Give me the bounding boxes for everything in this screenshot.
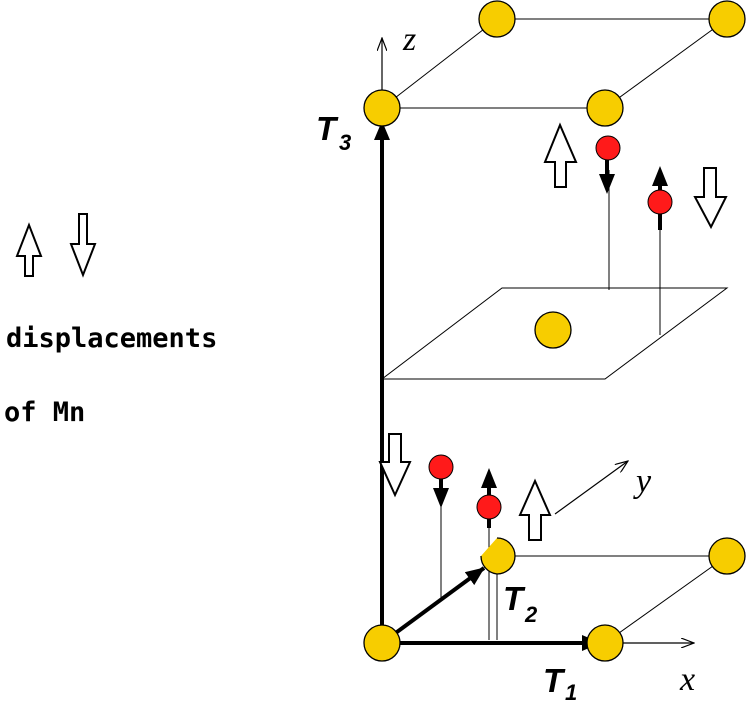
svg-text:T: T — [316, 110, 339, 147]
t1-label: T 1 — [543, 662, 577, 704]
x-axis-label: x — [679, 661, 695, 698]
y-axis-label: y — [633, 463, 652, 500]
t2-label: T 2 — [503, 580, 538, 627]
middle-plane — [380, 287, 729, 380]
atom — [586, 89, 624, 127]
legend-up-arrow-icon — [15, 222, 43, 277]
atom — [586, 624, 624, 662]
legend-arrows-icon — [15, 213, 97, 278]
hollow-up-arrow-icon — [518, 478, 552, 541]
hollow-down-arrow-icon — [693, 167, 728, 230]
y-axis — [554, 461, 628, 515]
svg-text:T: T — [503, 580, 526, 617]
mn-guide-lines — [440, 170, 661, 640]
atom — [363, 89, 401, 127]
hollow-displacement-arrows — [378, 122, 728, 541]
mn-atom-down-lower — [428, 454, 454, 508]
hollow-down-arrow-icon — [378, 433, 412, 498]
upper-cell-lines — [381, 18, 728, 109]
legend-label-of-mn: of Mn — [4, 397, 86, 428]
t2-vector — [380, 566, 486, 645]
t3-label: T 3 — [316, 110, 351, 155]
mn-atoms — [428, 135, 673, 528]
atom — [478, 0, 516, 38]
svg-text:T: T — [543, 662, 566, 699]
mn-atom-up-upper — [647, 166, 673, 230]
svg-text:3: 3 — [339, 130, 351, 155]
svg-text:1: 1 — [565, 680, 577, 704]
mn-atom-up-lower — [476, 468, 502, 528]
yellow-atoms — [363, 0, 746, 662]
legend-label-displacements: displacements — [6, 323, 218, 354]
atom — [363, 624, 401, 662]
svg-text:2: 2 — [524, 602, 538, 627]
mn-atom-down-upper — [595, 135, 621, 194]
atom — [708, 0, 746, 38]
atom — [708, 537, 746, 575]
atom — [534, 311, 572, 349]
hollow-up-arrow-icon — [543, 122, 578, 188]
atom — [480, 537, 516, 575]
legend-down-arrow-icon — [69, 213, 97, 278]
z-axis-label: z — [402, 21, 416, 58]
